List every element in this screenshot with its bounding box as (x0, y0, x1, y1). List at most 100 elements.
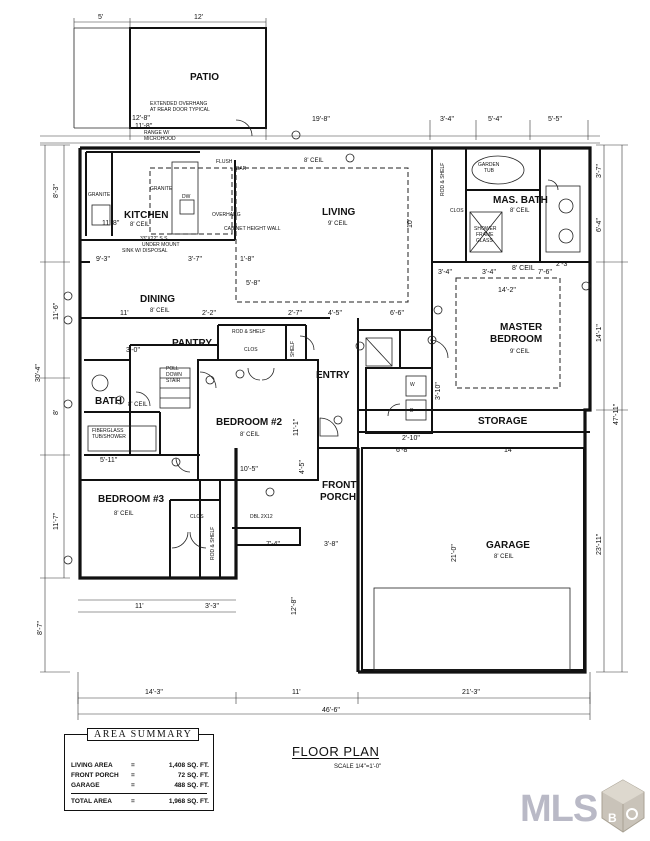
dim-3-10: 3'-10" (435, 382, 442, 400)
dim-46-6: 46'-6" (322, 707, 340, 714)
dim-2-10: 2'-10" (402, 435, 420, 442)
garage-label: GARAGE (486, 540, 530, 551)
dim-23-11: 23'-11" (596, 533, 603, 555)
dim-21-3: 21'-3" (462, 689, 480, 696)
dim-14-2: 14'-2" (498, 287, 516, 294)
svg-text:B: B (608, 811, 617, 825)
dim-12-8: 12'-8" (132, 115, 150, 122)
bath-ceil: 8' CEIL (128, 402, 148, 408)
dbl-header-note: DBL 2X12 (250, 514, 273, 520)
dim-2-7: 2'-7" (288, 310, 302, 317)
washer-label: W (410, 382, 415, 388)
summary-eq: = (131, 782, 135, 789)
pantry-label: PANTRY (172, 338, 212, 349)
ceiling-outlines (149, 167, 561, 389)
right-dimensions: 3'-7" 6'-4" 14'-1" 47'-11" 23'-11" (596, 144, 628, 673)
plan-notes: RANGE W/ MICROHOOD FLUSH BAR CABINET HEI… (88, 130, 500, 560)
dim-6-8: 6'-8" (396, 447, 410, 454)
summary-label: GARAGE (71, 782, 100, 789)
patio-label: PATIO (190, 72, 219, 83)
mls-logo: MLS B (520, 778, 648, 836)
rod-shelf-master: ROD & SHELF (440, 163, 446, 196)
doors (135, 119, 559, 549)
summary-eq: = (131, 798, 135, 805)
front-porch-label-2: PORCH (320, 492, 356, 503)
rod-shelf-bed3: ROD & SHELF (210, 527, 216, 560)
storage-label: STORAGE (478, 416, 528, 427)
dim-14-3: 14'-3" (145, 689, 163, 696)
dim-11-bottom-left: 11' (135, 603, 144, 610)
bedroom3-ceil: 8' CEIL (114, 511, 134, 517)
dim-8-7: 8'-7" (37, 621, 44, 635)
fiberglass-note-2: TUB/SHOWER (92, 434, 126, 440)
dim-3-3: 3'-3" (205, 603, 219, 610)
dim-11-8-kitchen: 11'-8" (102, 220, 120, 227)
summary-label: TOTAL AREA (71, 798, 112, 805)
dim-5-5: 5'-5" (548, 116, 562, 123)
dw-note: DW (182, 194, 191, 200)
stair-note-3: STAIR (166, 378, 181, 384)
dim-5: 5' (98, 14, 103, 21)
dim-3-7-right: 3'-7" (596, 164, 603, 178)
dim-9-3: 9'-3" (96, 256, 110, 263)
sink-note-2: UNDER MOUNT (142, 242, 180, 248)
dim-11-dining: 11' (120, 310, 129, 317)
master-bath-label: MAS. BATH (493, 195, 548, 206)
dim-8-3: 8'-3" (53, 184, 60, 198)
dim-14-1: 14'-1" (596, 324, 603, 342)
clos-bed2: CLOS (244, 347, 258, 353)
dim-12: 12' (194, 14, 203, 21)
dim-3-4-master: 3'-4" (438, 269, 452, 276)
front-porch-label-1: FRONT (322, 480, 356, 491)
dim-8-ceil-master: 8' CEIL (512, 265, 535, 272)
living-label: LIVING (322, 207, 356, 218)
shelf-note: SHELF (290, 341, 296, 357)
dim-3-4-top: 3'-4" (440, 116, 454, 123)
flush-note-1: FLUSH (216, 159, 233, 165)
dim-19-8: 19'-8" (312, 116, 330, 123)
dim-21-0: 21'-0" (451, 544, 458, 562)
top-dimensions: 5' 12' 12'-8" 11'-8" 19'-8" 3'-4" 5'-4" … (40, 14, 600, 144)
clos-master: CLOS (450, 208, 464, 214)
section-markers (63, 130, 591, 565)
master-bedroom-label-1: MASTER (500, 322, 543, 333)
summary-value: 1,408 SQ. FT. (168, 762, 209, 769)
rod-shelf-bed2: ROD & SHELF (232, 329, 265, 335)
cabinet-wall-note: CABINET HEIGHT WALL (224, 226, 281, 232)
dining-label: DINING (140, 294, 175, 305)
dim-11-7: 11'-7" (53, 512, 60, 530)
shower-note-2: FRAME (476, 232, 494, 238)
summary-eq: = (131, 762, 135, 769)
dim-7-4: 7'-4" (266, 541, 280, 548)
room-labels: KITCHEN 8' CEIL LIVING 9' CEIL 8' CEIL D… (95, 158, 548, 560)
dryer-label: D (410, 408, 414, 414)
sink-note-3: SINK W/ DISPOSAL (122, 248, 168, 254)
dim-3-7: 3'-7" (188, 256, 202, 263)
garage-ceil: 8' CEIL (494, 554, 514, 560)
stair-note-1: POLL (166, 366, 179, 372)
summary-label: LIVING AREA (71, 762, 113, 769)
dim-3-8: 3'-8" (324, 541, 338, 548)
dim-2-2: 2'-2" (202, 310, 216, 317)
bath-label: BATH (95, 396, 122, 407)
dim-14: 14' (504, 447, 513, 454)
master-bath-ceil: 8' CEIL (510, 208, 530, 214)
master-ceil: 9' CEIL (510, 349, 530, 355)
range-note-1: RANGE W/ (144, 130, 170, 136)
dim-11-6: 11'-6" (53, 302, 60, 320)
area-summary-title: AREA SUMMARY (87, 728, 200, 741)
dim-11-bottom: 11' (292, 689, 301, 696)
dim-12-8-vert: 12'-8" (291, 597, 298, 615)
dim-11-1: 11'-1" (293, 418, 300, 436)
floor-plan-title: FLOOR PLAN (292, 744, 380, 759)
dining-ceil: 8' CEIL (150, 308, 170, 314)
fixtures (87, 155, 574, 452)
sink-note-1: 33"X22" S.S. (140, 236, 169, 242)
summary-value: 72 SQ. FT. (177, 772, 209, 779)
interior-walls (80, 148, 590, 671)
summary-label: FRONT PORCH (71, 772, 119, 779)
dim-6-6: 6'-6" (390, 310, 404, 317)
clos-bed3: CLOS (190, 514, 204, 520)
summary-eq: = (131, 772, 135, 779)
